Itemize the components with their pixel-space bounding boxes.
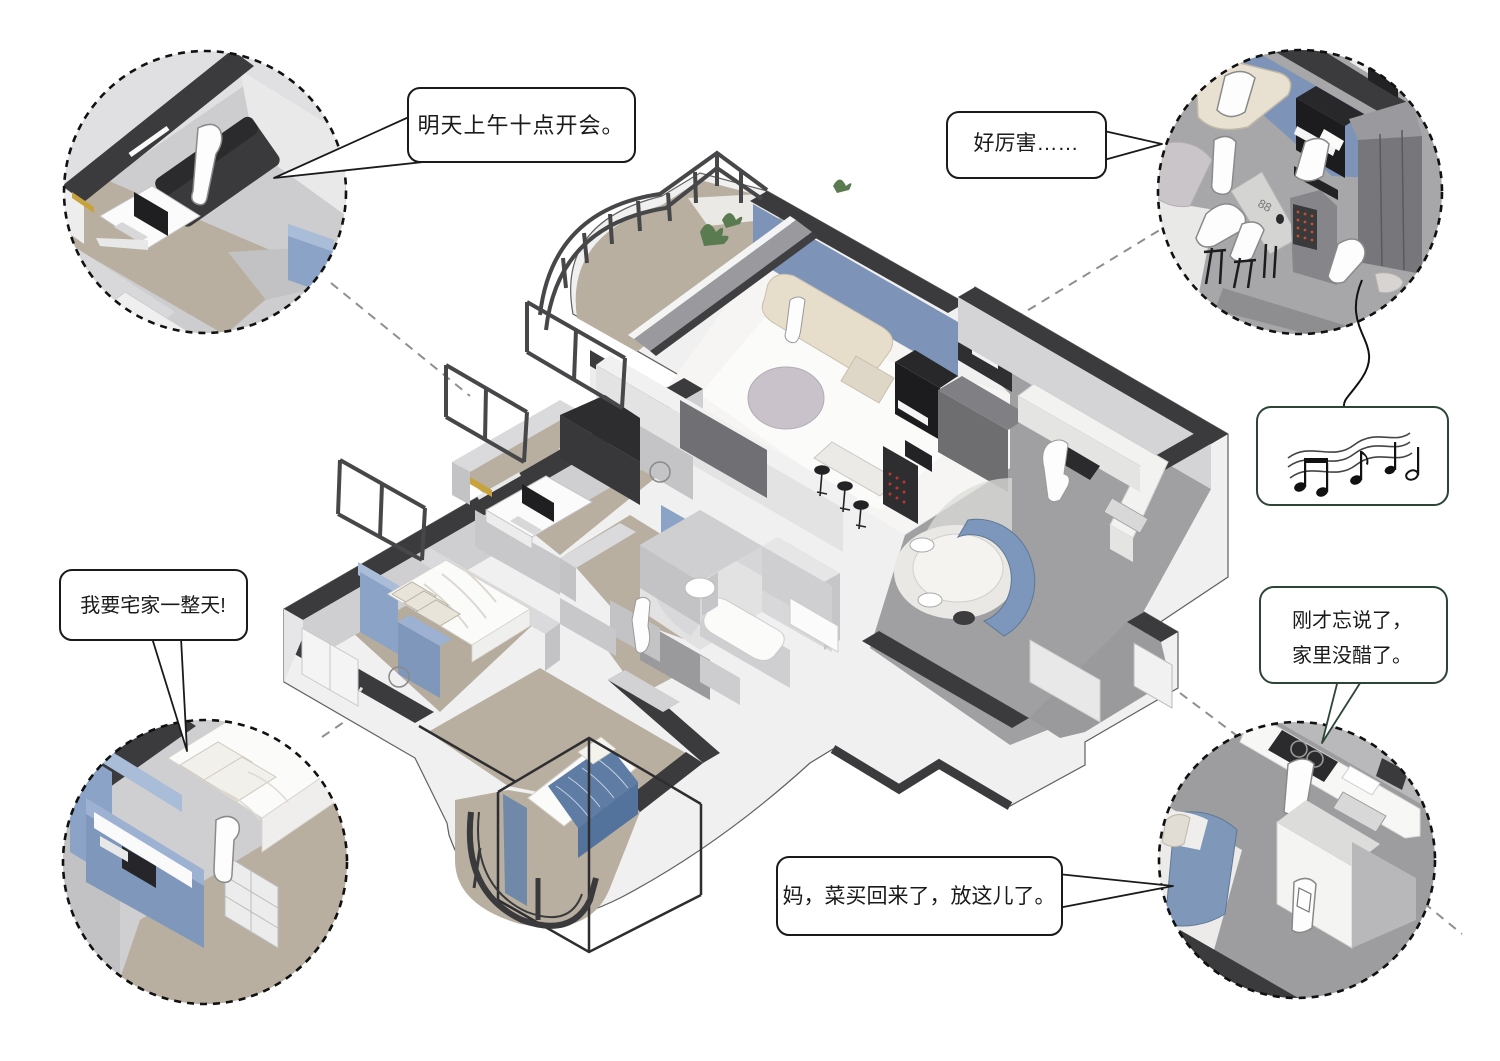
svg-text:刚才忘说了，: 刚才忘说了， [1292, 609, 1412, 632]
svg-text:我要宅家一整天!: 我要宅家一整天! [80, 594, 226, 617]
svg-text:明天上午十点开会。: 明天上午十点开会。 [417, 113, 624, 138]
svg-text:妈，菜买回来了，放这儿了。: 妈，菜买回来了，放这儿了。 [783, 885, 1056, 908]
svg-text:88: 88 [1256, 196, 1275, 215]
svg-text:家里没醋了。: 家里没醋了。 [1292, 644, 1412, 667]
svg-text:好厉害……: 好厉害…… [974, 132, 1079, 155]
